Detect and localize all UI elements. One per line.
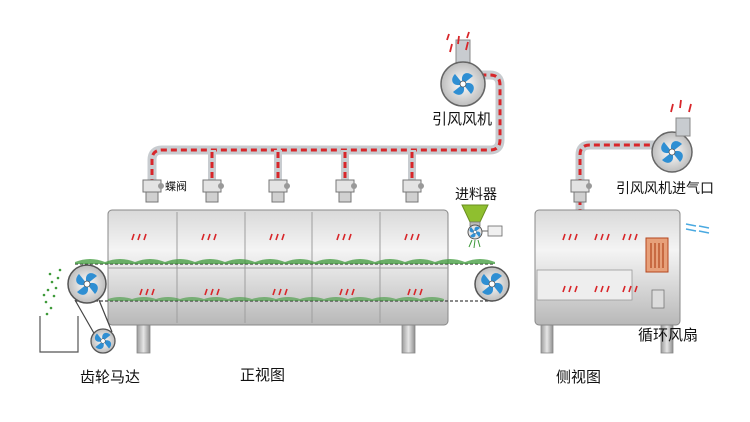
butterfly-valve-icon <box>570 179 592 203</box>
label-feeder: 进料器 <box>455 187 497 203</box>
gear-motor-icon <box>94 332 112 350</box>
feeder <box>461 204 503 249</box>
label-front-view: 正视图 <box>240 366 285 384</box>
label-circ-fan: 循环风扇 <box>638 326 698 344</box>
inlet-air-arrows-icon <box>685 223 710 234</box>
exhaust-arrows-icon <box>670 99 692 113</box>
fan-icon <box>451 72 475 96</box>
label-side-view: 侧视图 <box>556 368 601 386</box>
fan-icon <box>660 140 684 164</box>
label-gear-motor: 齿轮马达 <box>80 368 140 386</box>
top-exhaust-fan <box>440 31 486 107</box>
tail-roller-icon <box>480 272 504 296</box>
feeder-rotor-icon <box>469 226 481 238</box>
butterfly-valves <box>142 179 424 203</box>
label-fan-inlet: 引风风机进气口 <box>616 181 714 197</box>
butterfly-valve-icon <box>142 179 164 203</box>
front-view-dryer <box>39 209 510 354</box>
butterfly-valve-icon <box>402 179 424 203</box>
material-on-belt <box>75 259 495 301</box>
side-view-dryer <box>534 99 710 354</box>
butterfly-valve-icon <box>268 179 290 203</box>
collection-bin <box>39 316 79 353</box>
butterfly-valve-icon <box>335 179 357 203</box>
butterfly-valve-icon <box>202 179 224 203</box>
drive-roller-icon <box>75 272 99 296</box>
label-fan-top: 引风风机 <box>432 110 492 128</box>
falling-material <box>42 268 62 316</box>
exhaust-arrows-icon <box>446 31 470 53</box>
label-butterfly-valve: 蝶阀 <box>165 179 187 193</box>
